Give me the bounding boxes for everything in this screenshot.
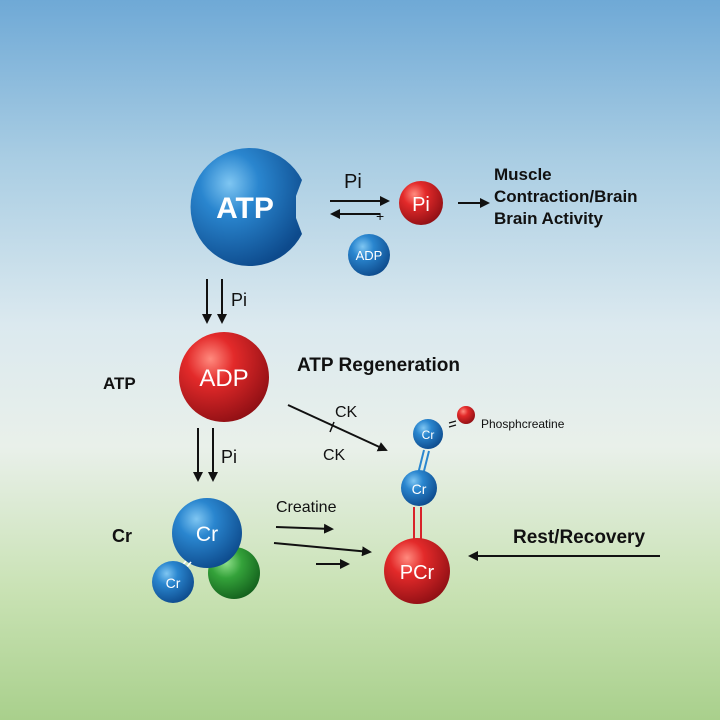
pi-molecule-label: Pi bbox=[412, 194, 430, 216]
cr-small-label: Cr bbox=[166, 575, 181, 591]
pi-top-label: Pi bbox=[344, 171, 362, 193]
cr-chain-top-label: Cr bbox=[422, 428, 435, 442]
creatine-arrows: Creatine bbox=[273, 499, 372, 569]
adp-molecule: ADP bbox=[179, 332, 269, 422]
pi-molecule: Pi bbox=[399, 181, 443, 225]
cr-large-label: Cr bbox=[196, 523, 218, 546]
cr-side-label: Cr bbox=[112, 526, 132, 546]
ck-arrow: CK CK bbox=[287, 404, 388, 464]
pi-down-label-1: Pi bbox=[231, 290, 247, 310]
atp-regeneration-label: ATP Regeneration bbox=[297, 355, 460, 376]
cr-chain-mid-label: Cr bbox=[412, 481, 427, 497]
phosphocreatine-label: Phosphcreatine bbox=[481, 417, 565, 431]
ck-top-label: CK bbox=[335, 404, 358, 421]
muscle-line-2: Contraction/Brain bbox=[494, 187, 638, 206]
ck-bottom-label: CK bbox=[323, 447, 346, 464]
adp-molecule-label: ADP bbox=[199, 365, 248, 392]
atp-molecule: ATP bbox=[190, 148, 302, 266]
pi-exchange-arrows: Pi + bbox=[330, 171, 390, 224]
atp-molecule-label: ATP bbox=[216, 192, 274, 225]
down-arrows-2: Pi bbox=[193, 428, 237, 482]
rest-recovery-label: Rest/Recovery bbox=[513, 527, 645, 548]
muscle-activity-label: Muscle Contraction/Brain Brain Activity bbox=[494, 165, 638, 228]
creatine-cluster: Cr Cr bbox=[152, 498, 260, 603]
creatine-label: Creatine bbox=[276, 499, 337, 516]
plus-sign: + bbox=[376, 208, 384, 224]
down-arrows-1: Pi bbox=[202, 279, 247, 324]
pcr-molecule-label: PCr bbox=[400, 562, 435, 584]
pcr-molecule: PCr bbox=[384, 538, 450, 604]
phosphocreatine-chain: Phosphcreatine Cr Cr bbox=[401, 406, 565, 540]
adp-small-label: ADP bbox=[356, 248, 383, 263]
pi-down-label-2: Pi bbox=[221, 447, 237, 467]
muscle-line-1: Muscle bbox=[494, 165, 552, 184]
adp-small-molecule: ADP bbox=[348, 234, 390, 276]
atp-side-label: ATP bbox=[103, 374, 136, 393]
muscle-line-3: Brain Activity bbox=[494, 209, 604, 228]
